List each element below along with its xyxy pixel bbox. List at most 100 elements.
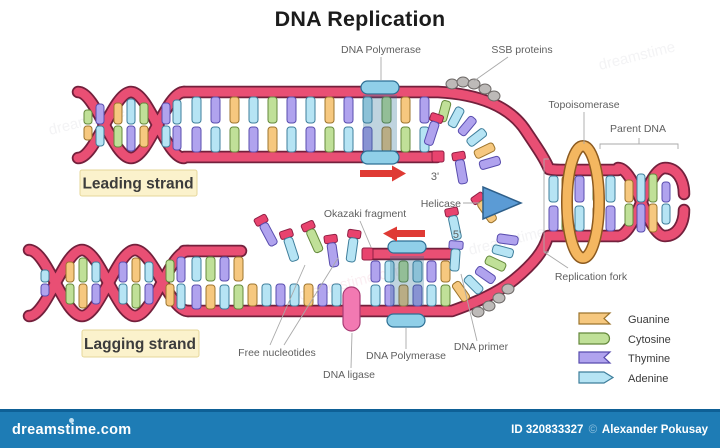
parent-helix-ribbon xyxy=(613,163,689,241)
base xyxy=(229,96,240,124)
base xyxy=(306,228,324,254)
base xyxy=(289,283,300,307)
base xyxy=(343,126,354,153)
base xyxy=(113,125,123,148)
legend-swatch-adenine xyxy=(578,371,615,384)
base xyxy=(412,260,423,283)
base xyxy=(161,102,171,125)
legend-label-adenine: Adenine xyxy=(628,373,668,385)
base xyxy=(131,257,141,283)
base xyxy=(248,126,259,153)
dna-polymerase-clamp-top xyxy=(360,80,400,95)
legend-label-guanine: Guanine xyxy=(628,314,670,326)
author-name: Alexander Pokusay xyxy=(601,424,708,436)
base xyxy=(426,284,437,307)
watermark-text: dreamstime xyxy=(597,38,677,73)
label-parent-dna: Parent DNA xyxy=(610,123,666,135)
base xyxy=(648,203,658,233)
label-topoisomerase: Topoisomerase xyxy=(548,99,619,111)
dna-polymerase-clamp-top xyxy=(360,150,400,165)
base xyxy=(324,96,335,124)
phosphate-cap xyxy=(451,150,466,162)
base xyxy=(661,181,671,203)
base xyxy=(636,203,646,233)
synthesis-direction-arrow-right xyxy=(360,165,406,182)
page-title: DNA Replication xyxy=(275,7,446,31)
base xyxy=(65,261,75,283)
base xyxy=(259,222,278,247)
base xyxy=(191,284,202,310)
free-nucleotide xyxy=(323,233,340,268)
dna-ligase-blob xyxy=(342,286,361,332)
dreamstime-logo-text: dreamstime.com xyxy=(12,422,132,438)
base xyxy=(474,265,496,285)
label-helicase: Helicase xyxy=(421,198,461,210)
okazaki-end-cap xyxy=(361,247,374,261)
leader-line xyxy=(350,332,353,369)
free-nucleotide xyxy=(253,213,278,247)
base xyxy=(139,125,149,148)
lagging-strand-callout: Lagging strand xyxy=(81,329,200,358)
polymerase-shade xyxy=(363,95,397,152)
base xyxy=(261,283,272,307)
base xyxy=(118,261,128,283)
base xyxy=(176,283,186,310)
parent-dna-bracket xyxy=(599,138,679,149)
base xyxy=(370,260,381,283)
leading-duplex-bases xyxy=(191,96,430,153)
base xyxy=(398,284,409,307)
label-leading-strand: Leading strand xyxy=(82,176,193,193)
base xyxy=(400,126,411,153)
ssb-protein-blob xyxy=(501,283,515,295)
dna-replication-diagram: dreamstime dreamstime.com dreamstime dre… xyxy=(22,7,691,385)
base xyxy=(473,142,496,159)
base xyxy=(205,284,216,310)
free-nucleotide xyxy=(451,150,468,185)
base xyxy=(91,283,101,305)
base xyxy=(286,96,297,124)
base xyxy=(165,283,175,307)
leading-strand-3prime-cap xyxy=(431,150,445,163)
base xyxy=(331,283,342,307)
base xyxy=(449,248,461,272)
base xyxy=(362,96,373,124)
fork-bottom-unpaired-bases xyxy=(451,233,519,302)
leader-line xyxy=(269,264,306,346)
legend-swatch-guanine xyxy=(578,312,612,325)
ssb-protein-blob xyxy=(471,306,485,318)
base xyxy=(605,205,616,232)
dna-primer-piece xyxy=(448,240,464,272)
base xyxy=(65,283,75,305)
helix-ribbon xyxy=(24,245,193,321)
dna-polymerase-clamp-bottom xyxy=(386,313,426,328)
helicase-icon xyxy=(482,185,523,221)
okazaki-paired-bases xyxy=(370,260,451,307)
base xyxy=(412,284,423,307)
base xyxy=(191,256,202,282)
label-free-nucleotides: Free nucleotides xyxy=(238,347,316,359)
base xyxy=(286,126,297,153)
base xyxy=(426,260,437,283)
base xyxy=(283,236,300,262)
base xyxy=(78,257,88,283)
base xyxy=(343,96,354,124)
base xyxy=(381,96,392,124)
base xyxy=(305,126,316,153)
base xyxy=(305,96,316,124)
base xyxy=(574,205,585,232)
base xyxy=(210,126,221,153)
base xyxy=(131,283,141,309)
base xyxy=(624,203,634,227)
base xyxy=(447,106,465,129)
dna-polymerase-clamp-okazaki xyxy=(387,240,427,254)
label-dna-primer: DNA primer xyxy=(454,341,509,353)
fork-top-unpaired-bases xyxy=(437,100,502,170)
base xyxy=(78,283,88,309)
base xyxy=(440,284,451,307)
base xyxy=(419,96,430,124)
ssb-proteins-cluster-top xyxy=(445,76,501,102)
base xyxy=(605,175,616,203)
base xyxy=(326,242,340,268)
legend: Guanine Cytosine Thymine Adenine xyxy=(578,312,671,385)
